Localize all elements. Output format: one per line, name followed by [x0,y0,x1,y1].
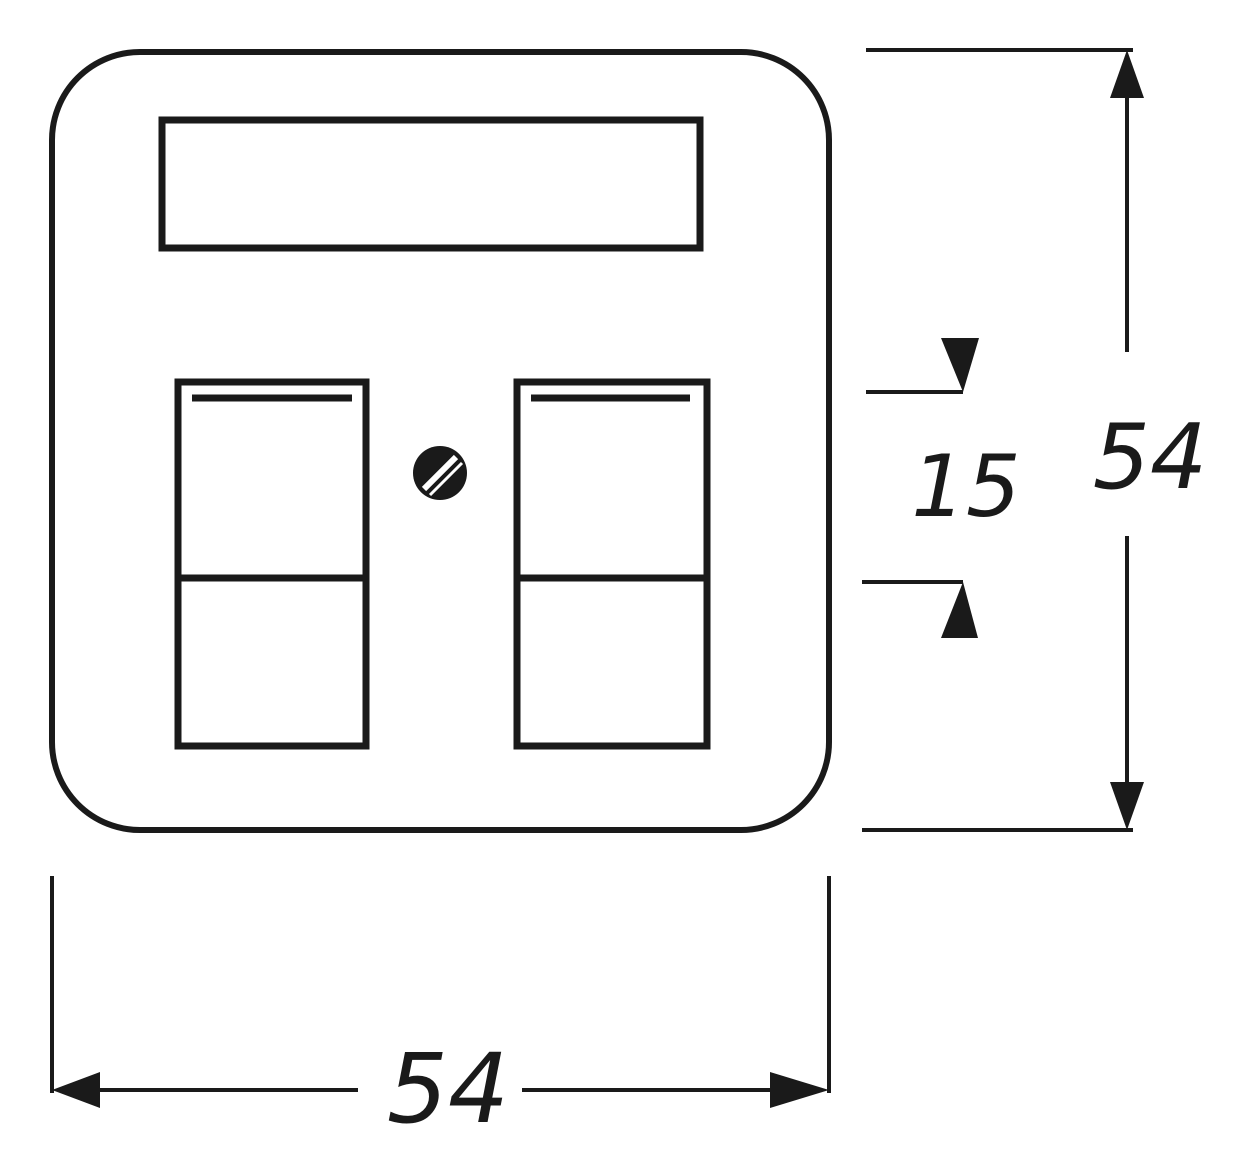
spacing-arrowhead-top [941,338,979,392]
width-arrowhead-right [770,1072,829,1108]
spacing-dimension [862,338,979,638]
left-socket [174,378,370,750]
width-arrowhead-left [52,1072,100,1108]
right-socket [513,378,711,750]
spacing-arrowhead-bottom [941,582,978,638]
height-arrowhead-bottom [1110,782,1144,830]
screw-icon [413,446,467,500]
height-dimension [862,48,1144,832]
spacing-dimension-label: 15 [911,437,1020,537]
width-dimension-label: 54 [387,1033,509,1145]
label-window [158,116,704,252]
height-dimension-label: 54 [1093,405,1208,510]
left-socket-frame [174,378,370,750]
cover-plate-outline [49,49,832,833]
height-arrowhead-top [1110,50,1144,98]
right-socket-frame [513,378,711,750]
width-dimension [50,876,831,1108]
